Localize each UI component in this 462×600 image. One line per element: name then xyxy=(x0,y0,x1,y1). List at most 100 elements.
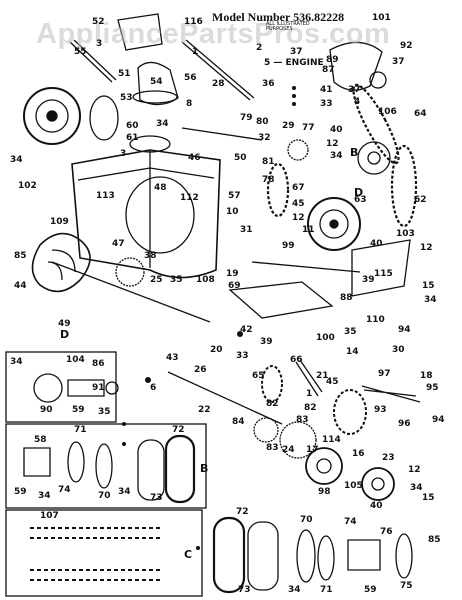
control-rod xyxy=(69,39,117,83)
part-label: 34 xyxy=(38,491,51,501)
wheel-right xyxy=(307,197,361,251)
part-label: 46 xyxy=(188,153,201,163)
part-label: 39 xyxy=(362,275,375,285)
part-label: 58 xyxy=(34,435,47,445)
part-label: 73 xyxy=(150,493,163,503)
belt-upper xyxy=(352,83,400,165)
gear-83 xyxy=(253,417,279,443)
fine-print-line-2: PURPOSES xyxy=(266,26,293,32)
part-label: 80 xyxy=(256,117,269,127)
part-label: 32 xyxy=(258,133,271,143)
part-label: 23 xyxy=(382,453,395,463)
tire-72b xyxy=(212,516,246,594)
crank-rod xyxy=(181,39,255,101)
part-label: 86 xyxy=(92,359,105,369)
axle-rod xyxy=(251,261,361,273)
part-label: 107 xyxy=(40,511,59,521)
part-label: 71 xyxy=(74,425,87,435)
part-label: 14 xyxy=(346,347,359,357)
part-label: 15 xyxy=(422,281,435,291)
part-label: 76 xyxy=(380,527,393,537)
part-label: 42 xyxy=(240,325,253,335)
wheel-left xyxy=(23,87,81,145)
section-b-label: B xyxy=(200,462,209,475)
part-label: 19 xyxy=(226,269,239,279)
part-label: 18 xyxy=(420,371,433,381)
part-label: 72 xyxy=(236,507,249,517)
part-label: 35 xyxy=(170,275,183,285)
belt-65 xyxy=(261,365,283,403)
part-label: 59 xyxy=(72,405,85,415)
part-label: 114 xyxy=(322,435,341,445)
part-label: 110 xyxy=(366,315,385,325)
part-label: 83 xyxy=(296,415,309,425)
part-label: 28 xyxy=(212,79,225,89)
part-label: 36 xyxy=(262,79,275,89)
part-label: 61 xyxy=(126,133,139,143)
part-label: 4 xyxy=(354,97,361,107)
part-label: 26 xyxy=(194,365,207,375)
part-label: 100 xyxy=(316,333,335,343)
section-d-small: D xyxy=(354,186,364,199)
part-label: 59 xyxy=(14,487,27,497)
part-label: 39 xyxy=(260,337,273,347)
part-label: 24 xyxy=(282,445,295,455)
hub-76 xyxy=(347,539,381,571)
part-label: 10 xyxy=(226,207,239,217)
part-label: 51 xyxy=(118,69,131,79)
part-label: 113 xyxy=(96,191,115,201)
part-label: 54 xyxy=(150,77,163,87)
part-label: 30 xyxy=(392,345,405,355)
engine-bracket xyxy=(329,41,383,91)
part-label: 78 xyxy=(262,175,275,185)
part-label: 70 xyxy=(98,491,111,501)
part-label: 31 xyxy=(240,225,253,235)
bottom-pan xyxy=(228,281,334,319)
auger-shaft xyxy=(51,261,211,323)
drive-shaft xyxy=(181,127,263,141)
part-label: 44 xyxy=(14,281,27,291)
part-label: 33 xyxy=(320,99,333,109)
part-label: 45 xyxy=(292,199,305,209)
part-label: 89 xyxy=(326,55,339,65)
impeller-opening xyxy=(129,135,171,153)
part-label: 66 xyxy=(290,355,303,365)
fine-print-line-1: ALL ILLUSTRATED xyxy=(266,21,310,27)
part-label: 82 xyxy=(266,399,279,409)
part-label: 101 xyxy=(372,13,391,23)
rim-70b xyxy=(296,529,316,583)
part-label: 38 xyxy=(144,251,157,261)
part-label: 34 xyxy=(156,119,169,129)
gear-77 xyxy=(287,139,309,161)
part-label: 83 xyxy=(266,443,279,453)
part-label: 34 xyxy=(10,155,23,165)
pulley-78 xyxy=(357,141,391,175)
belt-lower xyxy=(266,162,290,218)
part-label: 37 xyxy=(290,47,303,57)
tire-72a xyxy=(164,434,196,504)
part-label: 75 xyxy=(400,581,413,591)
engine-pulley xyxy=(369,71,387,89)
part-label: 62 xyxy=(414,195,427,205)
gear-24 xyxy=(279,421,317,459)
rim-75 xyxy=(395,533,413,579)
frame-bracket xyxy=(351,239,411,297)
part-label: 3 xyxy=(120,149,127,159)
part-label: 74 xyxy=(344,517,357,527)
part-label: 115 xyxy=(374,269,393,279)
part-label: 108 xyxy=(196,275,215,285)
part-label: 43 xyxy=(166,353,179,363)
part-label: 34 xyxy=(410,483,423,493)
chute-deflector xyxy=(117,13,163,51)
part-label: 96 xyxy=(398,419,411,429)
hub-58 xyxy=(23,447,51,477)
part-label: 94 xyxy=(432,415,445,425)
rim-71a xyxy=(67,441,85,483)
part-label: 48 xyxy=(154,183,167,193)
part-label: 21 xyxy=(316,371,329,381)
part-label: 57 xyxy=(228,191,241,201)
part-label: 90 xyxy=(40,405,53,415)
part-label: 29 xyxy=(282,121,295,131)
part-label: 82 xyxy=(304,403,317,413)
